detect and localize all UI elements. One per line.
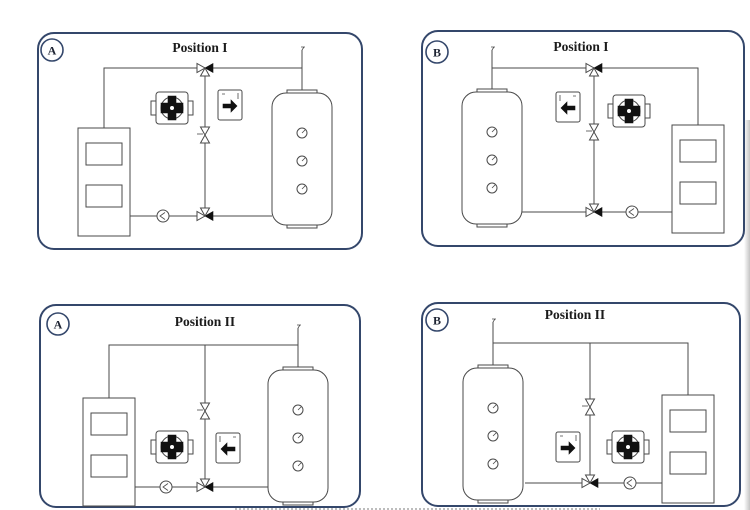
panel-title: Position I — [553, 39, 608, 54]
panel-title: Position I — [172, 40, 227, 55]
panel-frame — [37, 32, 363, 250]
three-way-valve-icon — [196, 63, 214, 77]
paper-edge — [744, 120, 750, 510]
circulation-pump-icon — [623, 476, 637, 490]
storage-tank — [267, 366, 329, 506]
panel-letter: B — [433, 314, 441, 328]
three-way-valve-icon — [585, 63, 603, 77]
valve-actuator-icon — [607, 94, 651, 128]
valve-actuator-icon — [150, 430, 194, 464]
check-valve-icon — [585, 123, 599, 141]
panel-letter-badge — [425, 40, 449, 64]
supply-pipe — [491, 67, 699, 125]
three-way-valve-icon — [196, 207, 214, 221]
panel-a-position-1: A Position I — [37, 32, 363, 250]
three-way-valve-icon — [581, 474, 599, 488]
flow-direction-arrow-icon — [215, 432, 241, 464]
air-vent-icon — [300, 46, 306, 51]
panel-letter: A — [48, 44, 57, 58]
boiler — [82, 397, 136, 507]
three-way-valve-icon — [196, 478, 214, 492]
boiler — [671, 124, 725, 234]
check-valve-icon — [196, 126, 210, 144]
boiler — [661, 394, 715, 504]
storage-tank — [271, 89, 333, 229]
boiler — [77, 127, 131, 237]
check-valve-icon — [581, 398, 595, 416]
flow-direction-arrow-icon — [217, 89, 243, 121]
panel-letter-badge — [46, 312, 70, 336]
panel-b-position-1: B Position I — [421, 30, 745, 247]
circulation-pump-icon — [156, 209, 170, 223]
storage-tank — [462, 364, 524, 504]
panel-title: Position II — [175, 314, 235, 329]
flow-direction-arrow-icon — [555, 91, 581, 123]
panel-frame — [421, 30, 745, 247]
flow-direction-arrow-icon — [555, 431, 581, 463]
air-vent-icon — [491, 318, 497, 323]
circulation-pump-icon — [159, 480, 173, 494]
valve-actuator-icon — [150, 91, 194, 125]
panel-letter-badge — [425, 308, 449, 332]
panel-frame — [421, 302, 741, 507]
panel-frame — [39, 304, 361, 508]
panel-letter: B — [433, 46, 441, 60]
circulation-pump-icon — [625, 205, 639, 219]
panel-letter-badge — [40, 38, 64, 62]
panel-title: Position II — [545, 307, 605, 322]
check-valve-icon — [196, 402, 210, 420]
air-vent-icon — [296, 324, 302, 329]
panel-a-position-2: A Position II — [39, 304, 361, 508]
panel-letter: A — [54, 318, 63, 332]
three-way-valve-icon — [585, 203, 603, 217]
panel-b-position-2: B Position II — [421, 302, 741, 507]
supply-pipe — [108, 344, 299, 398]
storage-tank — [461, 88, 523, 228]
air-vent-icon — [490, 46, 496, 51]
valve-actuator-icon — [606, 430, 650, 464]
